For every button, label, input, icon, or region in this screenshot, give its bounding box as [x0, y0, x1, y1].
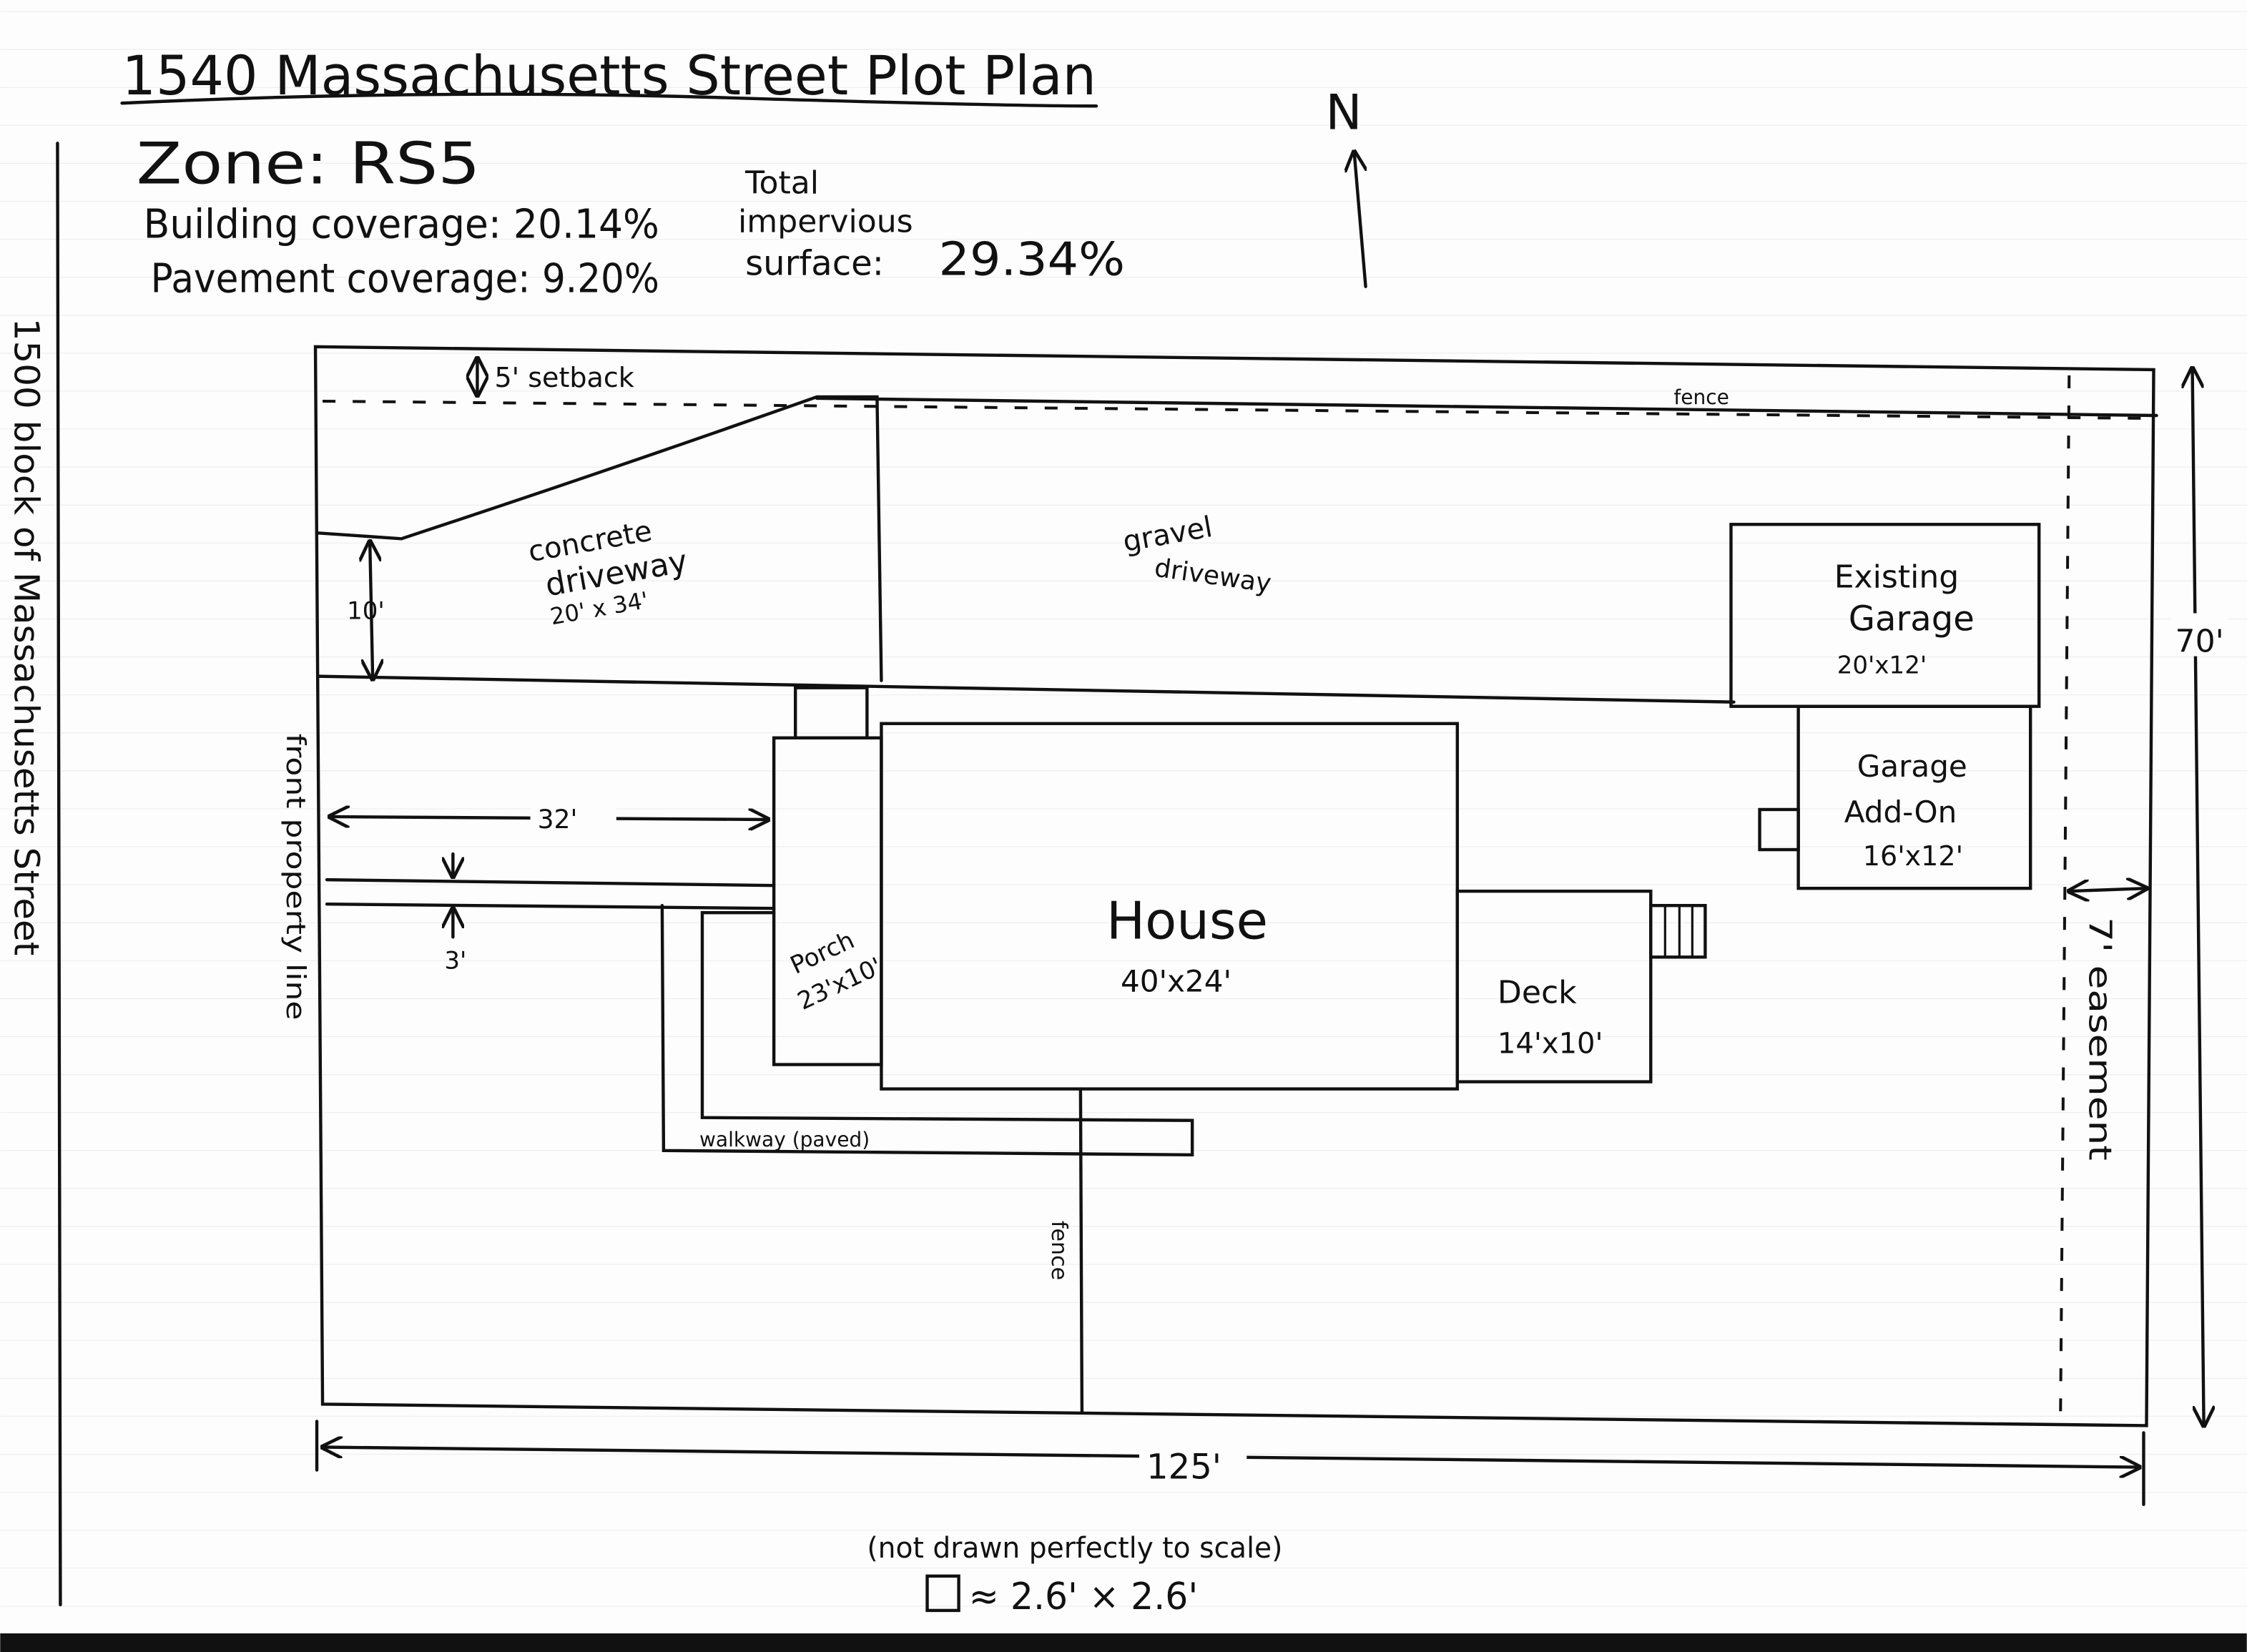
existing-garage-name2: Garage [1849, 599, 1975, 639]
easement-arrow [2069, 888, 2146, 891]
title-underline [120, 92, 1098, 108]
gravel-driveway-name1: gravel [1121, 511, 1215, 559]
dimension-125-label: 125' [1146, 1447, 1221, 1488]
building-coverage: Building coverage: 20.14% [144, 202, 659, 248]
garage-addon-step [1758, 807, 1800, 852]
street-label: 1500 block of Massachusetts Street [6, 318, 46, 956]
front-walk-top [325, 877, 776, 888]
impervious-line3: surface: [745, 244, 884, 284]
walkway-label: walkway (paved) [699, 1128, 870, 1151]
fence-side [1078, 1087, 1084, 1413]
dimension-32-gap [530, 802, 616, 835]
garage-addon-name1: Garage [1857, 749, 1967, 784]
fence-side-label: fence [1046, 1221, 1071, 1280]
deck-name: Deck [1498, 974, 1577, 1011]
impervious-line2: impervious [738, 204, 913, 240]
walkway-outline [660, 903, 1194, 1157]
deck-stairs [1649, 903, 1707, 959]
dimension-125-gap [1139, 1440, 1247, 1483]
impervious-value: 29.34% [939, 233, 1125, 287]
north-arrow-icon [1354, 152, 1367, 288]
dimension-10-label: 10' [347, 596, 385, 625]
dimension-70-arrow [2193, 368, 2204, 1426]
setback-line [323, 399, 2150, 421]
deck [1455, 889, 1653, 1083]
dimension-70-label: 70' [2175, 624, 2224, 660]
garage-addon-size: 16'x12' [1863, 840, 1963, 872]
garage-addon-name2: Add-On [1844, 795, 1957, 830]
driveway-boundary [316, 674, 1736, 704]
concrete-driveway-outline [316, 395, 883, 682]
impervious-line1: Total [744, 164, 819, 201]
deck-size: 14'x10' [1498, 1028, 1603, 1061]
dimension-3-label: 3' [444, 946, 466, 975]
scale-value: ≈ 2.6' × 2.6' [969, 1575, 1199, 1618]
scale-note: (not drawn perfectly to scale) [867, 1532, 1282, 1565]
dimension-10-arrow [370, 541, 373, 679]
porch [772, 736, 883, 1066]
garage-addon [1796, 704, 2032, 890]
easement-line [2059, 375, 2071, 1412]
bottom-edge-shadow [0, 1633, 2247, 1652]
fence-top-label: fence [1673, 385, 1729, 409]
north-label: N [1325, 84, 1362, 141]
front-property-line-label: front property line [280, 734, 310, 1021]
zone-label: Zone: RS5 [137, 130, 481, 197]
pavement-coverage: Pavement coverage: 9.20% [151, 256, 659, 303]
gravel-driveway-name2: driveway [1153, 553, 1273, 599]
dimension-32-label: 32' [538, 805, 578, 835]
front-walk-bottom [325, 902, 776, 910]
street-line [56, 142, 62, 1607]
setback-label: 5' setback [494, 362, 634, 393]
existing-garage-name1: Existing [1834, 559, 1960, 595]
grid-square-icon [925, 1574, 960, 1613]
fence-top [815, 396, 2158, 418]
dimension-70-gap [2170, 613, 2228, 657]
existing-garage-size: 20'x12' [1837, 652, 1927, 680]
house-size: 40'x24' [1121, 963, 1231, 998]
lot-boundary [313, 345, 2155, 1427]
easement-label: 7' easement [2081, 917, 2118, 1161]
house-name: House [1106, 891, 1268, 951]
